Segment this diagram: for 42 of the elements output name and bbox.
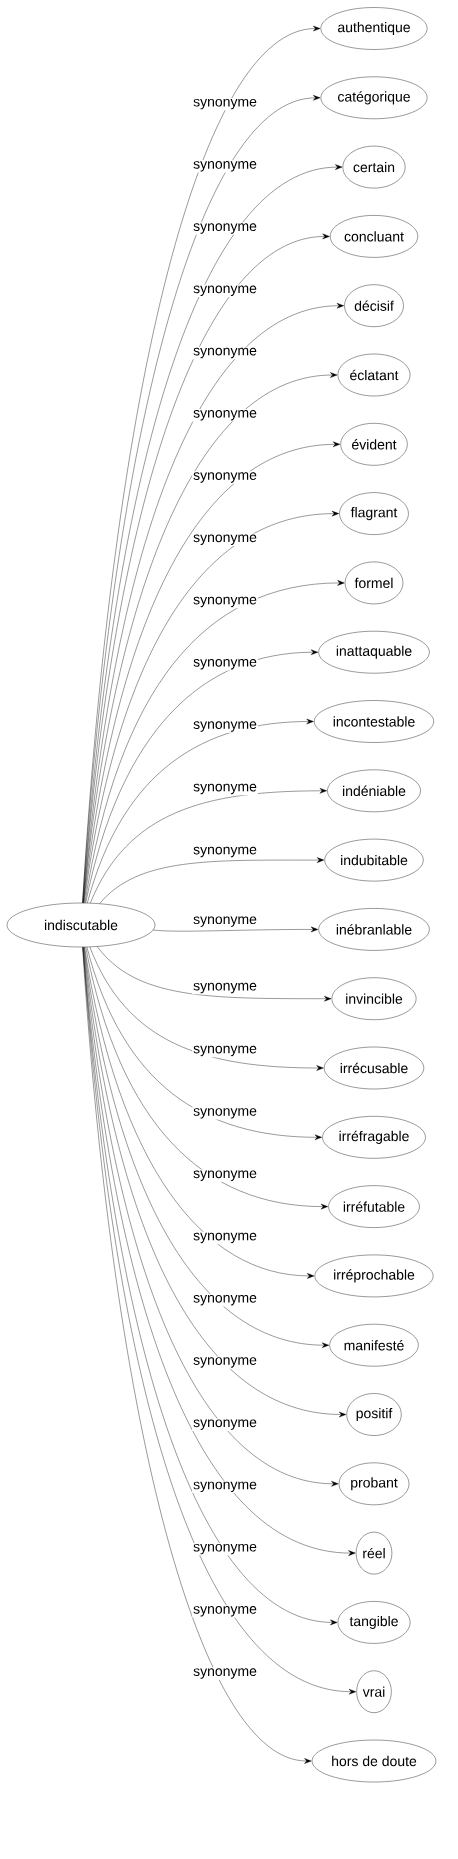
arrow (86, 946, 322, 1141)
edge-label: synonyme (192, 720, 258, 733)
edge-label: synonyme (192, 782, 258, 796)
edge-label: synonyme (192, 1480, 258, 1494)
arrow (84, 580, 345, 904)
arrow (85, 946, 328, 1210)
edge-label: synonyme (192, 284, 258, 297)
edge-label: synonyme (192, 160, 258, 173)
arrow (82, 947, 357, 1695)
arrow (87, 718, 314, 904)
edge-label: synonyme (192, 471, 258, 484)
edge-label: synonyme (192, 915, 258, 928)
edge-label: synonyme (192, 97, 258, 111)
arrow (84, 947, 315, 1279)
edge-label: synonyme (192, 1418, 258, 1431)
arrow (153, 926, 319, 933)
edge-label: synonyme (192, 1356, 258, 1369)
edge-label: synonyme (192, 533, 258, 546)
edge-label: synonyme (192, 1169, 258, 1182)
arrow (97, 946, 332, 1002)
edge-label: synonyme (192, 1107, 258, 1120)
arrow (83, 947, 330, 1348)
arrow (99, 857, 325, 904)
edge-label: synonyme (192, 409, 258, 422)
edge-label: synonyme (192, 595, 258, 609)
arrow (83, 510, 339, 904)
edge-label: synonyme (192, 845, 258, 859)
arrow (90, 788, 327, 904)
edge-label: synonyme (192, 1542, 258, 1556)
arrow (83, 947, 347, 1418)
arrow (82, 947, 312, 1764)
arrow (85, 649, 319, 904)
edge-label: synonyme (192, 1667, 258, 1680)
edge-label: synonyme (192, 346, 258, 360)
arrow (89, 946, 324, 1071)
edge-label: synonyme (192, 1605, 258, 1618)
edge-label: synonyme (192, 981, 258, 995)
edge-label: synonyme (192, 1294, 258, 1307)
edge-label: synonyme (192, 1231, 258, 1245)
edge-label: synonyme (192, 1044, 258, 1058)
edge-label: synonyme (192, 222, 258, 235)
edge-label: synonyme (192, 658, 258, 671)
